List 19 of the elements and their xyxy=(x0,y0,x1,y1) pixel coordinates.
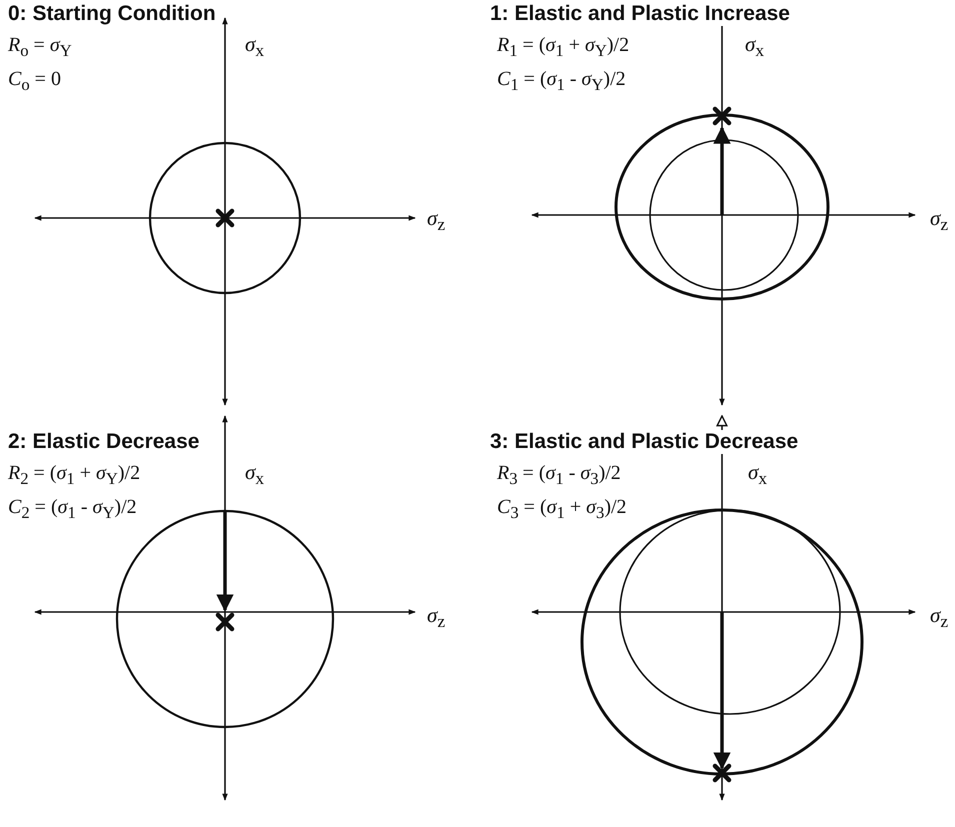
panel-heading: 0: Starting Condition xyxy=(8,2,216,26)
axis-label: σ$_{z}$ xyxy=(930,206,948,236)
axis-label: σ$_{z}$ xyxy=(427,206,446,236)
panel-heading: 3: Elastic and Plastic Decrease xyxy=(490,430,798,454)
axis-label: σ$_{x}$ xyxy=(245,460,264,490)
formula: C$_{3}$ = (σ$_{1}$ + σ$_{3}$)/2 xyxy=(497,496,627,523)
panel-heading: 1: Elastic and Plastic Increase xyxy=(490,2,790,26)
formula: R$_{1}$ = (σ$_{1}$ + σ$_{Y}$)/2 xyxy=(497,34,630,61)
axis-label: σ$_{z}$ xyxy=(427,603,446,632)
formula: R$_{o}$ = σ$_{Y}$ xyxy=(8,34,72,61)
axis-label: σ$_{x}$ xyxy=(245,32,264,62)
formula: C$_{2}$ = (σ$_{1}$ - σ$_{Y}$)/2 xyxy=(8,496,137,523)
formula: R$_{3}$ = (σ$_{1}$ - σ$_{3}$)/2 xyxy=(497,462,621,489)
formula: R$_{2}$ = (σ$_{1}$ + σ$_{Y}$)/2 xyxy=(8,462,140,489)
axis-label: σ$_{x}$ xyxy=(745,32,764,62)
formula: C$_{o}$ = 0 xyxy=(8,68,61,95)
axis-label: σ$_{x}$ xyxy=(748,460,768,490)
axis-label: σ$_{z}$ xyxy=(930,603,948,632)
formula: C$_{1}$ = (σ$_{1}$ - σ$_{Y}$)/2 xyxy=(497,68,626,95)
